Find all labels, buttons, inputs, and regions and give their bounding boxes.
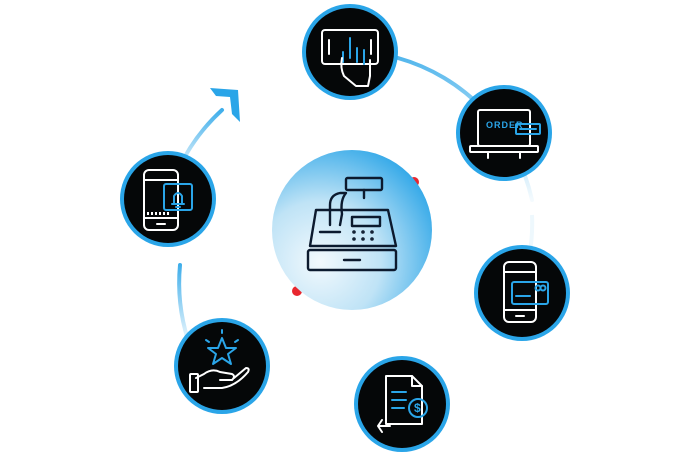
mobile-notification-icon	[143, 169, 193, 231]
loyalty-star-hand-icon	[189, 329, 250, 393]
order-label: ORDER	[486, 120, 524, 130]
node-mobile-notification	[120, 151, 216, 247]
node-receipt-dollar: $	[354, 356, 450, 452]
cash-register-icon	[306, 176, 398, 272]
tablet-touch-icon	[321, 29, 379, 87]
node-mobile-card-payment	[474, 245, 570, 341]
center-node	[272, 150, 432, 310]
receipt-dollar-icon: $	[377, 375, 428, 433]
node-order-terminal: ORDER	[456, 85, 552, 181]
dollar-symbol: $	[414, 401, 421, 415]
mobile-card-payment-icon	[503, 261, 549, 323]
node-tablet-touch	[302, 4, 398, 100]
order-terminal-icon: ORDER	[469, 109, 541, 159]
node-loyalty-reward	[174, 318, 270, 414]
direction-arrow-icon	[210, 88, 240, 122]
